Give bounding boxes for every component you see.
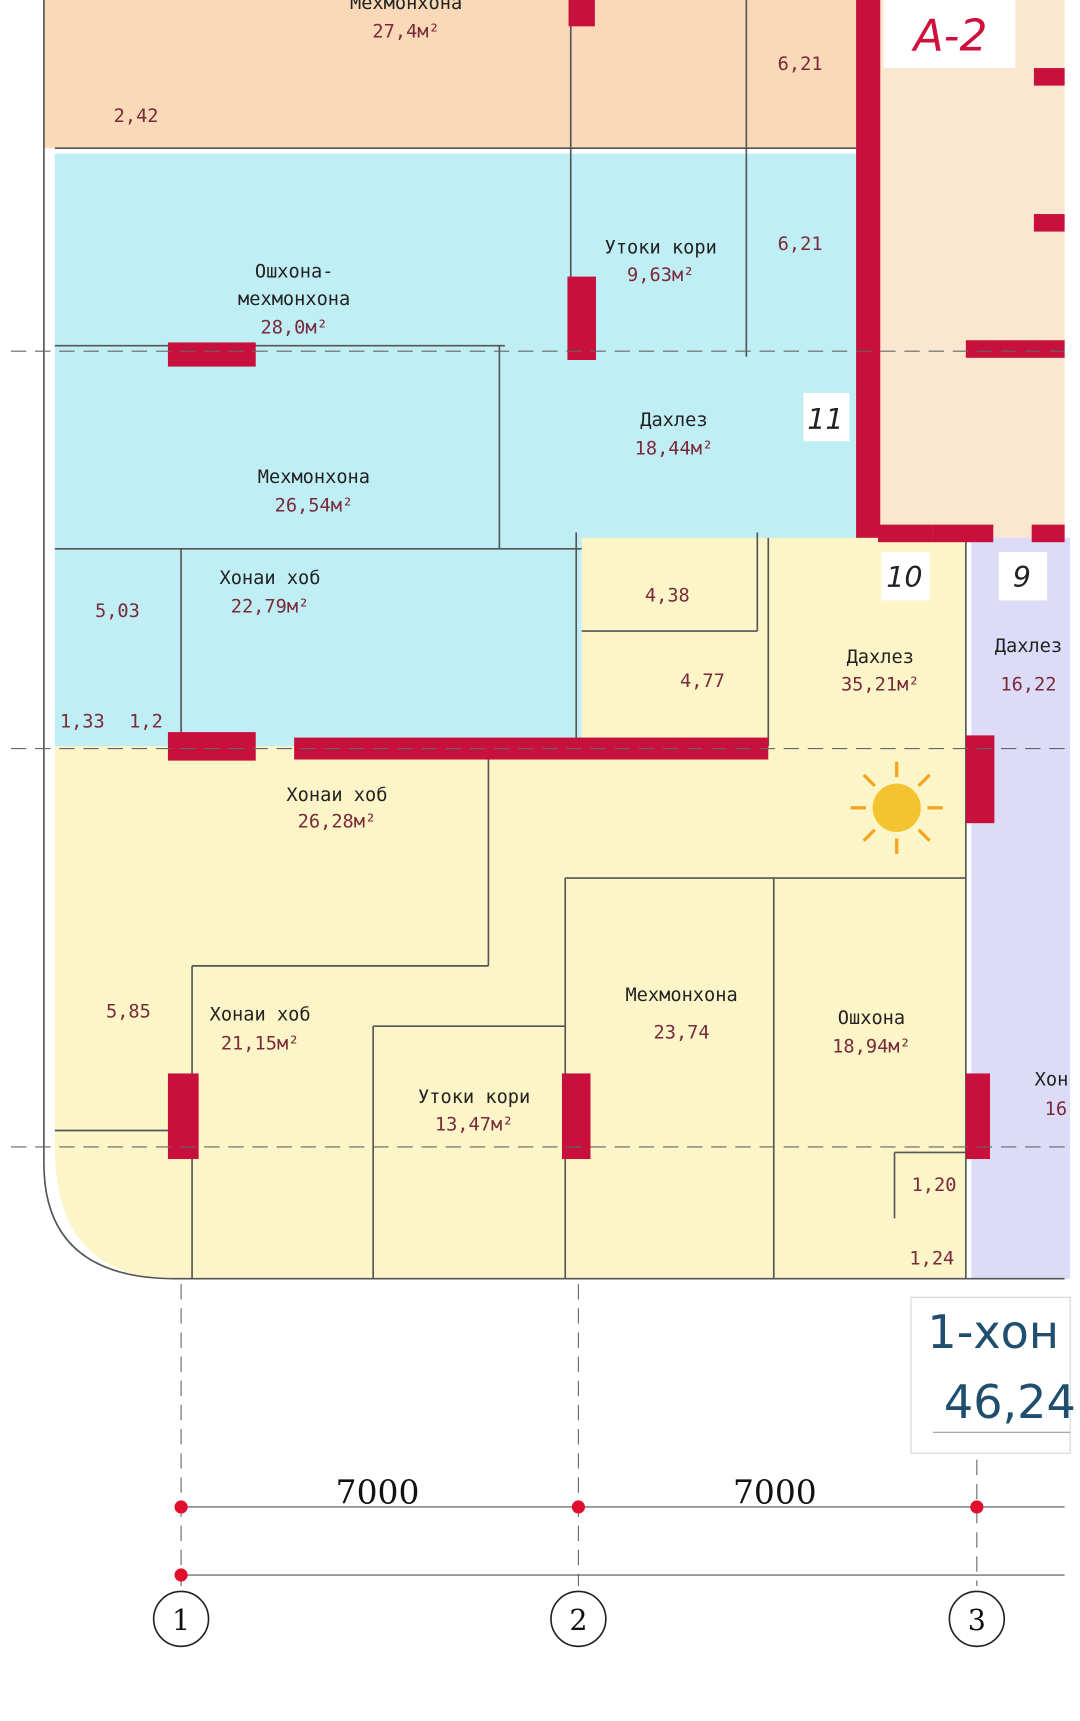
dimension-label: 7000 bbox=[336, 1473, 420, 1512]
apartment-number: 10 bbox=[886, 561, 922, 594]
room-name: Утоки кори bbox=[605, 238, 717, 259]
room-area: 16,22 bbox=[1000, 674, 1056, 695]
room-area: 1,24 bbox=[909, 1248, 954, 1269]
axis-label: 2 bbox=[569, 1604, 587, 1637]
axis-label: 1 bbox=[172, 1604, 190, 1637]
room-name: Хон bbox=[1035, 1070, 1069, 1091]
zone-yellow-apartment bbox=[54, 746, 966, 1279]
room-area: 18,94м² bbox=[832, 1037, 911, 1058]
room-name: Дахлез bbox=[847, 647, 914, 668]
room-area: 6,21 bbox=[778, 54, 823, 75]
room-area: 5,03 bbox=[95, 601, 140, 622]
section-label-box bbox=[883, 0, 1016, 69]
apartment-number: 9 bbox=[1013, 561, 1031, 594]
room-area: 6,21 bbox=[778, 234, 823, 255]
apartment-numbers: 11 10 9 bbox=[803, 392, 1048, 601]
room-area: 26,54м² bbox=[275, 495, 354, 516]
room-area: 21,15м² bbox=[221, 1033, 300, 1054]
room-name: Хонаи хоб bbox=[286, 785, 387, 806]
room-name: Хонаи хоб bbox=[210, 1005, 311, 1026]
axis-label: 3 bbox=[968, 1604, 986, 1637]
room-area: 13,47м² bbox=[435, 1115, 514, 1136]
dimension-lines: 7000 7000 bbox=[174, 1473, 1065, 1582]
apartment-number: 11 bbox=[807, 403, 843, 436]
section-label: А-2 bbox=[911, 10, 988, 61]
apartment-legend-box bbox=[910, 1296, 1071, 1454]
apartment-type: 1-хон bbox=[927, 1305, 1059, 1359]
room-name: Хонаи хоб bbox=[219, 568, 320, 589]
room-area: 27,4м² bbox=[372, 21, 439, 42]
grid-lines bbox=[10, 350, 1065, 1586]
room-area: 18,44м² bbox=[635, 438, 714, 459]
room-area: 1,20 bbox=[912, 1175, 957, 1196]
room-name: Ошхона- bbox=[255, 262, 334, 283]
room-name: мехмонхона bbox=[238, 289, 350, 310]
axis-markers: 1 2 3 bbox=[152, 1590, 1006, 1648]
room-area: 4,38 bbox=[645, 585, 690, 606]
room-area: 5,85 bbox=[106, 1001, 151, 1022]
room-area: 23,74 bbox=[654, 1022, 710, 1043]
room-area: 35,21м² bbox=[841, 674, 920, 695]
room-name: Утоки кори bbox=[418, 1087, 530, 1108]
room-name: Дахлез bbox=[995, 636, 1062, 657]
room-name: Дахлез bbox=[640, 410, 707, 431]
room-area: 28,0м² bbox=[260, 318, 327, 339]
room-area: 16 bbox=[1045, 1099, 1067, 1120]
zone-corridor bbox=[861, 0, 1065, 538]
sun-icon bbox=[850, 761, 943, 854]
room-area: 1,33 bbox=[60, 712, 105, 733]
walls bbox=[167, 0, 1065, 1160]
dimension-label: 7000 bbox=[733, 1473, 817, 1512]
room-name: Ошхона bbox=[838, 1008, 905, 1029]
apartment-area: 46,24 bbox=[944, 1375, 1076, 1429]
room-labels: Мехмонхона 27,4м² 6,21 2,42 Ошхона- мехм… bbox=[60, 0, 1068, 1269]
room-area: 26,28м² bbox=[298, 812, 377, 833]
room-name: Мехмонхона bbox=[625, 985, 737, 1006]
room-area: 4,77 bbox=[680, 671, 725, 692]
room-area: 9,63м² bbox=[627, 265, 694, 286]
room-name: Мехмонхона bbox=[350, 0, 462, 14]
room-name: Мехмонхона bbox=[258, 467, 370, 488]
room-area: 22,79м² bbox=[231, 596, 310, 617]
room-area: 1,2 bbox=[129, 712, 163, 733]
zone-corner-curve bbox=[54, 1146, 176, 1279]
zone-top-apartment bbox=[43, 0, 862, 149]
room-area: 2,42 bbox=[114, 106, 159, 127]
